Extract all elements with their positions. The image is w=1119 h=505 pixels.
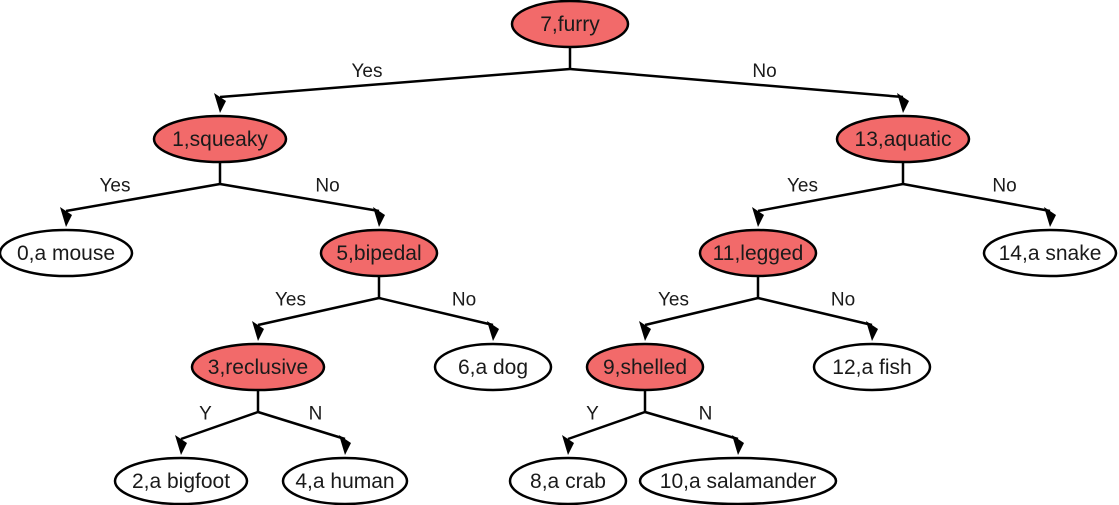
edge-line-7-1	[219, 67, 571, 99]
question-node-shape	[835, 114, 971, 164]
edge-label-7-1: Yes	[352, 61, 383, 82]
node-label: 12,a fish	[832, 356, 911, 379]
node-label: 9,shelled	[603, 356, 687, 379]
edge-label-1-0: Yes	[100, 176, 131, 197]
node-9-shelled: 9,shelled	[585, 342, 705, 392]
arrowhead-icon	[60, 207, 72, 227]
edge-label-7-13: No	[752, 61, 776, 82]
edge-label-5-6: No	[452, 290, 476, 311]
arrowhead-icon	[175, 435, 187, 455]
edge-line-3-4	[257, 410, 346, 441]
edge-line-11-12	[757, 296, 873, 327]
node-5-bipedal: 5,bipedal	[319, 228, 439, 278]
arrowhead-icon	[562, 435, 574, 455]
question-node-shape	[510, 0, 630, 49]
node-label: 1,squeaky	[172, 128, 268, 151]
node-0-a-mouse: 0,a mouse	[0, 228, 134, 278]
edge-label-1-5: No	[315, 176, 339, 197]
node-12-a-fish: 12,a fish	[812, 342, 932, 392]
node-8-a-crab: 8,a crab	[508, 456, 628, 505]
node-6-a-dog: 6,a dog	[433, 342, 553, 392]
node-10-a-salamander: 10,a salamander	[638, 456, 838, 505]
leaf-node-shape	[0, 228, 134, 278]
node-14-a-snake: 14,a snake	[982, 228, 1118, 278]
edge-line-13-14	[902, 182, 1051, 213]
edge-label-9-8: Y	[586, 404, 599, 425]
node-label: 2,a bigfoot	[132, 470, 230, 493]
edge-line-9-8	[567, 410, 646, 441]
edge-line-5-3	[257, 296, 380, 327]
arrowhead-icon	[897, 93, 909, 113]
node-4-a-human: 4,a human	[281, 456, 409, 505]
question-node-shape	[152, 114, 288, 164]
node-label: 7,furry	[540, 13, 600, 36]
edge-label-11-9: Yes	[658, 290, 689, 311]
node-label: 6,a dog	[458, 356, 528, 379]
node-3-reclusive: 3,reclusive	[190, 342, 326, 392]
node-label: 11,legged	[713, 242, 804, 265]
node-label: 5,bipedal	[336, 242, 421, 265]
node-label: 13,aquatic	[855, 128, 952, 151]
question-node-shape	[585, 342, 705, 392]
node-label: 8,a crab	[530, 470, 606, 493]
leaf-node-shape	[433, 342, 553, 392]
node-label: 10,a salamander	[660, 470, 816, 493]
edge-line-11-9	[644, 296, 759, 327]
leaf-node-shape	[812, 342, 932, 392]
edge-line-7-13	[569, 67, 904, 99]
edge-line-13-11	[757, 182, 904, 213]
arrowhead-icon	[639, 321, 651, 341]
edge-label-11-12: No	[831, 290, 855, 311]
edge-label-5-3: Yes	[275, 290, 306, 311]
node-2-a-bigfoot: 2,a bigfoot	[113, 456, 249, 505]
arrowhead-icon	[732, 435, 744, 455]
edge-label-13-11: Yes	[787, 176, 818, 197]
arrowhead-icon	[214, 93, 226, 113]
edge-line-1-5	[219, 182, 380, 213]
edge-label-9-10: N	[699, 404, 713, 425]
leaf-node-shape	[508, 456, 628, 505]
leaf-node-shape	[982, 228, 1118, 278]
edge-label-3-4: N	[309, 404, 323, 425]
edge-label-13-14: No	[992, 176, 1016, 197]
arrowhead-icon	[252, 321, 264, 341]
arrowhead-icon	[487, 321, 499, 341]
node-label: 3,reclusive	[208, 356, 308, 379]
node-13-aquatic: 13,aquatic	[835, 114, 971, 164]
leaf-node-shape	[113, 456, 249, 505]
node-label: 4,a human	[295, 470, 394, 493]
leaf-node-shape	[281, 456, 409, 505]
question-node-shape	[190, 342, 326, 392]
edge-line-9-10	[644, 410, 739, 441]
node-11-legged: 11,legged	[698, 228, 818, 278]
node-label: 0,a mouse	[17, 242, 115, 265]
arrowhead-icon	[373, 207, 385, 227]
question-node-shape	[698, 228, 818, 278]
node-7-furry: 7,furry	[510, 0, 630, 49]
arrowhead-icon	[752, 207, 764, 227]
arrowhead-icon	[866, 321, 878, 341]
arrowhead-icon	[1044, 207, 1056, 227]
edge-line-1-0	[65, 182, 221, 213]
leaf-node-shape	[638, 456, 838, 505]
node-1-squeaky: 1,squeaky	[152, 114, 288, 164]
edge-label-3-2: Y	[199, 404, 212, 425]
edge-line-3-2	[180, 410, 259, 441]
edge-line-5-6	[378, 296, 494, 327]
arrowhead-icon	[339, 435, 351, 455]
question-node-shape	[319, 228, 439, 278]
node-label: 14,a snake	[999, 242, 1102, 265]
